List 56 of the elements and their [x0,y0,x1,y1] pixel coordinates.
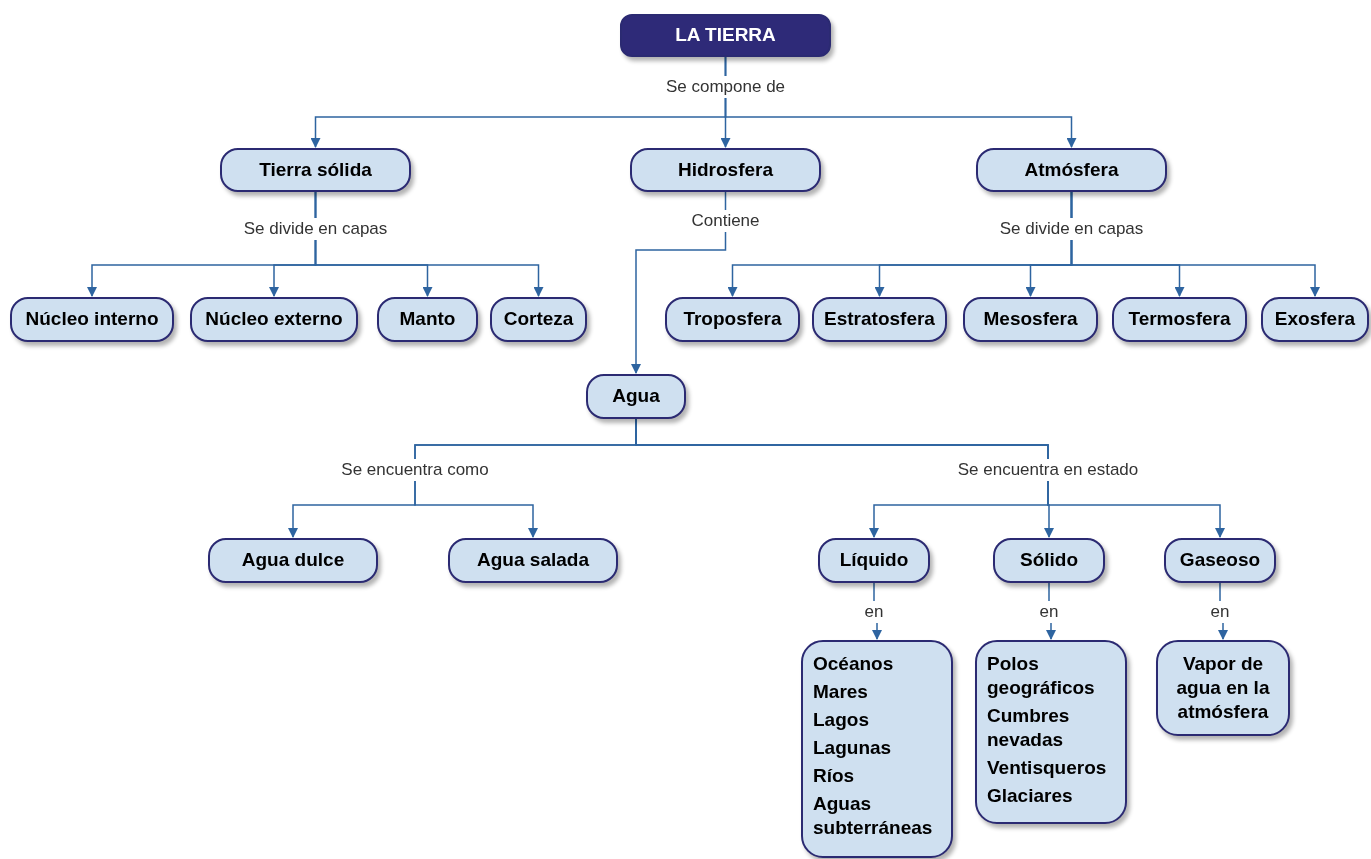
node-text: Lagos [813,708,869,732]
node-text: Mesosfera [983,307,1078,332]
node-text: Aguas subterráneas [813,792,934,840]
concept-box [220,148,411,192]
node-text: Agua dulce [241,548,345,573]
concept-box [586,374,686,419]
node-text: Corteza [503,307,574,332]
concept-box [1112,297,1247,342]
concept-box [993,538,1105,583]
node-text: Troposfera [683,307,782,332]
connector-arrow [1070,191,1320,297]
node-text: Agua salada [477,548,589,573]
node-text: Tierra sólida [259,157,372,182]
concept-box [208,538,378,583]
concept-box [976,148,1167,192]
concept-box [1156,640,1290,736]
connector-arrow [724,56,1077,148]
concept-box [975,640,1127,824]
node-text: Núcleo interno [25,307,159,332]
concept-box [812,297,947,342]
node-text: Manto [399,307,456,332]
concept-box [377,297,478,342]
concept-box [190,297,358,342]
node-text: Agua [612,384,660,409]
node-text: Ríos [813,764,855,788]
node-text: Termosfera [1128,307,1231,332]
node-text: Gaseoso [1179,548,1261,573]
concept-box [963,297,1098,342]
connector-arrow [314,191,544,297]
node-text: Mares [813,680,868,704]
node-text: Núcleo externo [205,307,343,332]
concept-box [630,148,821,192]
node-text: Polos geográficos [987,652,1096,700]
node-text: Atmósfera [1024,157,1119,182]
node-text: Hidrosfera [678,157,773,182]
concept-box [1261,297,1369,342]
node-text: Cumbres nevadas [987,704,1071,752]
concept-box [1164,538,1276,583]
node-text: Lagunas [813,736,892,760]
node-text: Océanos [813,652,894,676]
node-text: LA TIERRA [675,23,776,48]
concept-box [818,538,930,583]
concept-box [490,297,587,342]
concept-box [665,297,800,342]
node-text: Sólido [1019,548,1079,573]
title-box [620,14,831,57]
concept-box [801,640,953,858]
concept-box [10,297,174,342]
node-text: Estratosfera [824,307,935,332]
node-text: Glaciares [987,784,1073,808]
node-text: Exosfera [1274,307,1356,332]
concept-box [448,538,618,583]
connector-arrow [631,191,727,374]
node-text: Ventisqueros [987,756,1107,780]
node-text: Vapor de agua en la atmósfera [1175,652,1271,724]
node-text: Líquido [839,548,909,573]
